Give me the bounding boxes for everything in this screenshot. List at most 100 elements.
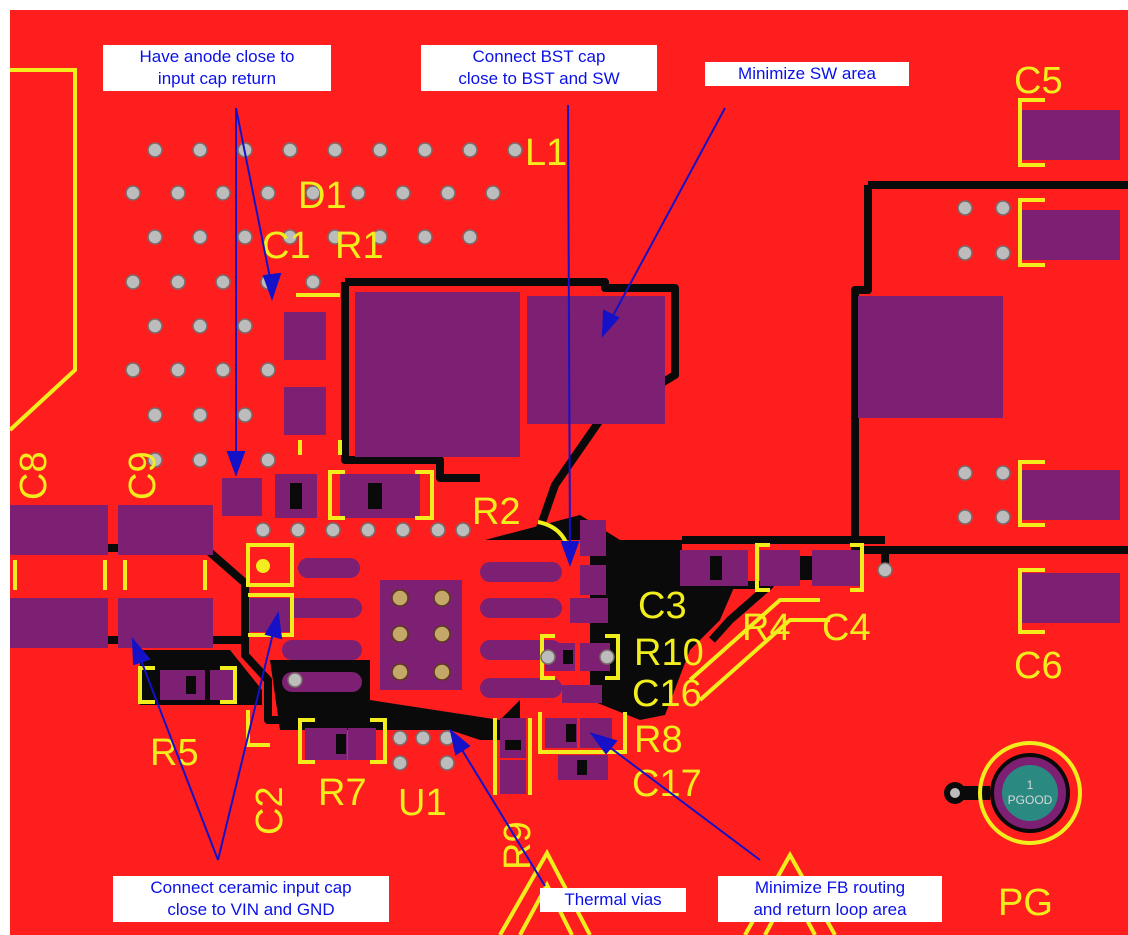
arrowhead bbox=[601, 309, 620, 338]
callout-anode-line-1: Have anode close to bbox=[139, 47, 295, 66]
via bbox=[170, 274, 186, 290]
via bbox=[260, 362, 276, 378]
via bbox=[282, 229, 298, 245]
callout-arrows bbox=[131, 104, 761, 887]
via bbox=[957, 465, 973, 481]
via bbox=[327, 229, 343, 245]
via bbox=[392, 755, 408, 771]
via bbox=[957, 200, 973, 216]
via bbox=[350, 185, 366, 201]
callout-ceramic-line-2: close to VIN and GND bbox=[167, 900, 335, 919]
callout-fb: Minimize FB routing and return loop area bbox=[718, 876, 942, 922]
d1-pad bbox=[355, 292, 520, 457]
c8-pad-bottom bbox=[10, 598, 108, 648]
via bbox=[147, 142, 163, 158]
via bbox=[395, 522, 411, 538]
via bbox=[192, 407, 208, 423]
via bbox=[282, 142, 298, 158]
thermal-via bbox=[391, 663, 409, 681]
via bbox=[260, 452, 276, 468]
u1-pin-l1 bbox=[298, 558, 360, 578]
designator-r9: R9 bbox=[497, 821, 539, 870]
callout-bst: Connect BST cap close to BST and SW bbox=[421, 45, 657, 91]
pin1-marker bbox=[256, 559, 270, 573]
pgood-label: PGOOD bbox=[1008, 793, 1053, 807]
callout-thermal-line-1: Thermal vias bbox=[564, 890, 662, 909]
c9-pad-top bbox=[118, 505, 213, 555]
designator-c4: C4 bbox=[822, 607, 871, 649]
via bbox=[372, 229, 388, 245]
callout-bst-line-2: close to BST and SW bbox=[458, 69, 620, 88]
r2-pad-b bbox=[580, 565, 606, 595]
designator-c5: C5 bbox=[1014, 60, 1063, 102]
r5-pad-a bbox=[160, 670, 205, 700]
callout-ceramic-line-1: Connect ceramic input cap bbox=[150, 878, 352, 897]
thermal-via bbox=[391, 589, 409, 607]
designator-r10: R10 bbox=[634, 632, 704, 674]
designator-r7: R7 bbox=[318, 772, 367, 814]
vias bbox=[125, 142, 1011, 771]
anode-pad bbox=[222, 478, 262, 516]
thermal-via bbox=[391, 625, 409, 643]
r9-pad-b bbox=[500, 760, 526, 794]
designator-r4: R4 bbox=[742, 607, 791, 649]
via bbox=[237, 318, 253, 334]
l1-pad-right bbox=[858, 296, 1003, 418]
c16-pad bbox=[562, 685, 602, 703]
via bbox=[599, 649, 615, 665]
designator-c9: C9 bbox=[122, 451, 164, 500]
designator-c2: C2 bbox=[249, 786, 291, 835]
callout-anode-line-2: input cap return bbox=[157, 69, 277, 88]
arrowhead bbox=[131, 637, 151, 666]
pgood-pin-number: 1 bbox=[1027, 778, 1034, 792]
via bbox=[125, 185, 141, 201]
via bbox=[125, 362, 141, 378]
callout-fb-line-2: and return loop area bbox=[753, 900, 907, 919]
via bbox=[995, 200, 1011, 216]
r7-pad-b bbox=[348, 728, 376, 760]
c5-pad-top bbox=[1022, 110, 1120, 160]
via bbox=[455, 522, 471, 538]
arrowhead bbox=[560, 541, 580, 567]
via bbox=[305, 274, 321, 290]
c4-pad-a bbox=[760, 550, 800, 586]
sw-pad bbox=[527, 296, 665, 424]
r2-pad-a bbox=[580, 520, 606, 556]
designator-u1: U1 bbox=[398, 782, 447, 824]
via bbox=[327, 142, 343, 158]
designator-c16: C16 bbox=[632, 673, 702, 715]
silk-outlines bbox=[13, 98, 1045, 795]
via bbox=[439, 755, 455, 771]
designator-r5: R5 bbox=[150, 732, 199, 774]
designator-pg: PG bbox=[998, 882, 1053, 924]
via bbox=[215, 274, 231, 290]
designator-r1: R1 bbox=[335, 225, 384, 267]
designator-c17: C17 bbox=[632, 763, 702, 805]
c3-pad bbox=[570, 598, 608, 623]
via bbox=[147, 229, 163, 245]
via bbox=[395, 185, 411, 201]
u1-pin-r4 bbox=[480, 678, 562, 698]
via bbox=[215, 185, 231, 201]
c1-pad-top bbox=[284, 312, 326, 360]
via bbox=[877, 562, 893, 578]
via bbox=[290, 522, 306, 538]
designator-c6: C6 bbox=[1014, 645, 1063, 687]
via bbox=[957, 509, 973, 525]
via bbox=[995, 465, 1011, 481]
c6-pad-top bbox=[1022, 470, 1120, 520]
r5-pad-b bbox=[210, 670, 235, 700]
designator-c1: C1 bbox=[262, 225, 311, 267]
via bbox=[255, 522, 271, 538]
designator-r2: R2 bbox=[472, 491, 521, 533]
via bbox=[147, 452, 163, 468]
pgood-test-point: 1 PGOOD bbox=[944, 741, 1082, 845]
c6-pad-bottom bbox=[1022, 573, 1120, 623]
component-bodies bbox=[186, 483, 812, 775]
via bbox=[260, 185, 276, 201]
c4-pad-b bbox=[812, 550, 860, 586]
via bbox=[360, 522, 376, 538]
via bbox=[415, 730, 431, 746]
designator-r8: R8 bbox=[634, 719, 683, 761]
